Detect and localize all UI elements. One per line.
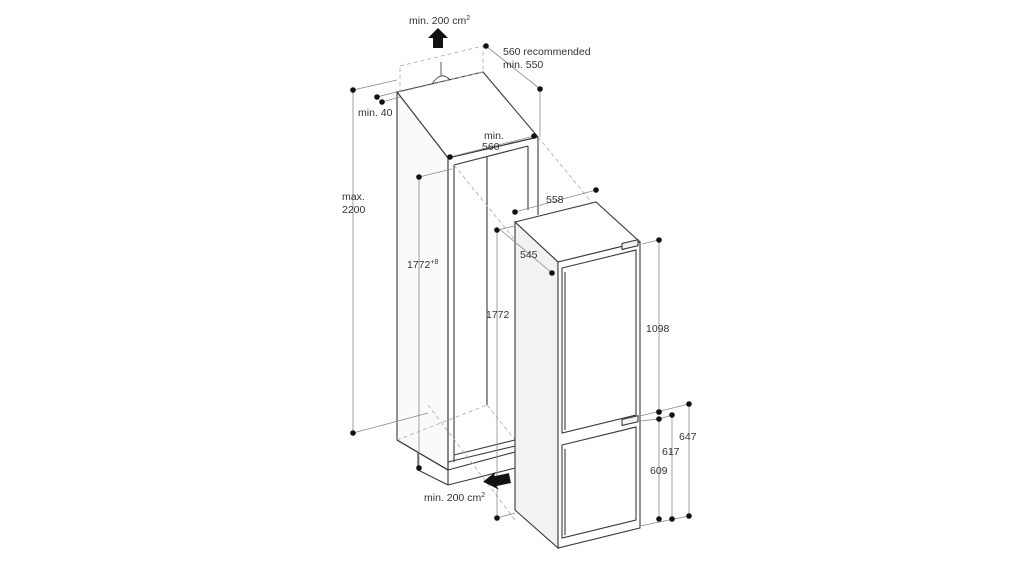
max-height-dimension	[350, 79, 429, 436]
max-height-label-a: max.	[342, 191, 365, 203]
niche-height-dimension	[416, 168, 453, 471]
appliance-width-dimension	[512, 187, 599, 215]
vent-top-label: min. 200 cm2	[409, 15, 470, 27]
appliance	[513, 201, 642, 550]
top-gap-dimension	[374, 90, 401, 105]
dim-647-label: 647	[679, 431, 697, 443]
depth-recommended-label: 560 recommended	[503, 46, 591, 58]
top-vent-outline	[399, 45, 484, 93]
vent-arrow-up-icon	[428, 28, 448, 48]
vent-arrow-bottom-icon	[483, 471, 511, 490]
max-height-label-b: 2200	[342, 204, 366, 216]
gap-top-label: min. 40	[358, 107, 393, 119]
appliance-height-label: 1772	[486, 309, 510, 321]
appliance-width-label: 558	[546, 194, 564, 206]
depth-dimension	[483, 43, 543, 137]
vent-bottom-label: min. 200 cm2	[424, 492, 485, 504]
upper-door-label: 1098	[646, 323, 670, 335]
dim-609-label: 609	[650, 465, 668, 477]
niche-height-label: 1772+8	[407, 259, 438, 271]
appliance-depth-label: 545	[520, 249, 538, 261]
lower-door-dimensions	[639, 401, 692, 527]
niche-width-label-a: min.	[484, 130, 504, 142]
appliance-height-dimension	[494, 225, 516, 521]
niche-cabinet	[396, 71, 599, 521]
niche-width-dimension	[447, 133, 537, 160]
appliance-depth-dimension	[496, 226, 555, 276]
depth-min-label: min. 550	[503, 59, 543, 71]
dim-617-label: 617	[662, 446, 680, 458]
niche-width-label-b: 560	[482, 141, 500, 153]
